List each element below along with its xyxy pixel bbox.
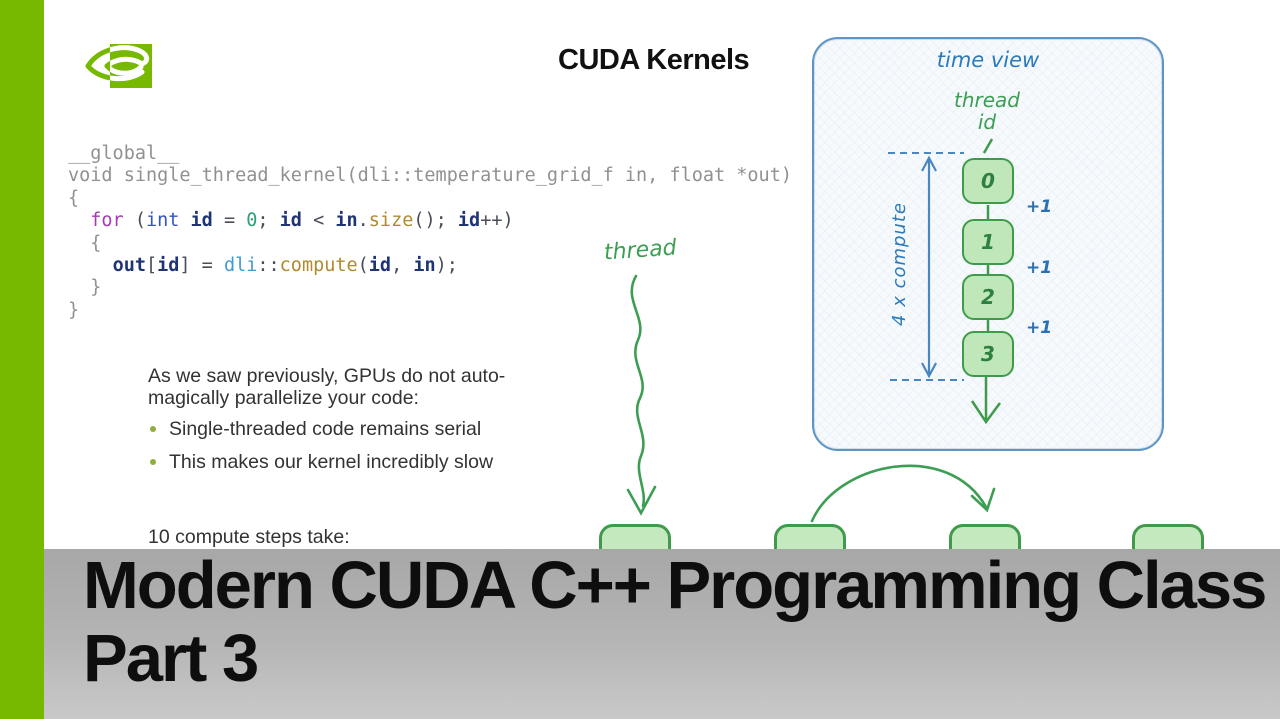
body-paragraph: As we saw previously, GPUs do not auto-m… xyxy=(148,365,506,409)
code-token: 0 xyxy=(246,210,258,232)
compute-steps-caption: 10 compute steps take: xyxy=(148,526,350,548)
code-token: , xyxy=(391,255,414,277)
code-line: out[id] = dli::compute(id, in); xyxy=(68,255,792,277)
code-token: int xyxy=(145,210,180,232)
code-token: ] = xyxy=(179,255,224,277)
code-line: } xyxy=(68,300,792,322)
title-banner: Modern CUDA C++ Programming Class Part 3 xyxy=(44,549,1280,719)
code-token: compute xyxy=(279,255,358,277)
time-view-panel: time view thread id xyxy=(812,37,1164,451)
code-token: = xyxy=(212,210,247,232)
thread-id-box: 1 xyxy=(962,219,1014,265)
code-token: id xyxy=(279,210,302,232)
code-line: void single_thread_kernel(dli::temperatu… xyxy=(68,165,792,187)
bullet-item: This makes our kernel incredibly slow xyxy=(148,452,493,472)
banner-title-line2: Part 3 xyxy=(83,621,259,696)
code-token: in xyxy=(413,255,436,277)
bullet-dot-icon xyxy=(150,459,156,465)
paragraph-line: magically parallelize your code: xyxy=(148,386,419,409)
measure-arrow xyxy=(921,155,937,379)
code-block: __global__void single_thread_kernel(dli:… xyxy=(68,143,792,322)
code-token: ++) xyxy=(480,210,514,232)
axis-label-line2: id xyxy=(977,110,997,134)
code-token: ); xyxy=(435,255,458,277)
code-token xyxy=(68,255,113,276)
thread-arrow-label: thread xyxy=(603,235,678,266)
code-token: out xyxy=(112,255,146,277)
axis-label-line1: thread xyxy=(954,88,1020,112)
thread-id-axis-label: thread id xyxy=(922,89,1052,133)
thread-id-box: 2 xyxy=(962,274,1014,320)
code-token: (); xyxy=(413,210,458,232)
bullet-label: This makes our kernel incredibly slow xyxy=(169,451,494,473)
code-token: __global__ xyxy=(68,143,180,164)
code-token: in xyxy=(335,210,358,232)
code-token: id xyxy=(157,255,180,277)
code-line: __global__ xyxy=(68,143,792,165)
code-token: ; xyxy=(257,210,280,232)
code-token: :: xyxy=(257,255,280,277)
id-pointer-tick xyxy=(982,138,994,154)
code-token: void single_thread_kernel(dli::temperatu… xyxy=(68,165,792,187)
down-arrow xyxy=(970,377,1002,425)
code-token: size xyxy=(368,210,414,232)
code-token: ( xyxy=(357,255,369,277)
code-token: { xyxy=(68,187,80,209)
code-token: } xyxy=(68,299,80,321)
measure-label: 4 x compute xyxy=(889,202,910,326)
code-line: } xyxy=(68,277,792,299)
thread-id-box: 3 xyxy=(962,331,1014,377)
code-token: id xyxy=(368,255,392,277)
paragraph-line: As we saw previously, GPUs do not auto- xyxy=(148,365,506,387)
code-token: { xyxy=(68,232,102,254)
code-token: . xyxy=(357,210,369,232)
code-token: id xyxy=(190,210,213,232)
code-line: for (int id = 0; id < in.size(); id++) xyxy=(68,210,792,232)
bullet-dot-icon xyxy=(150,426,156,432)
code-line: { xyxy=(68,233,792,255)
code-token: for xyxy=(90,210,124,232)
increment-label: +1 xyxy=(1026,258,1053,278)
code-token: } xyxy=(68,277,102,299)
code-token: ( xyxy=(123,210,146,232)
bullet-item: Single-threaded code remains serial xyxy=(148,419,493,439)
panel-drawing-layer xyxy=(888,138,1002,425)
thread-id-box: 0 xyxy=(962,158,1014,204)
code-token xyxy=(68,210,90,231)
increment-label: +1 xyxy=(1026,197,1053,217)
code-token xyxy=(179,210,190,231)
panel-title: time view xyxy=(936,48,1040,72)
code-line: { xyxy=(68,188,792,210)
nvidia-logo-icon xyxy=(85,44,152,88)
bullet-label: Single-threaded code remains serial xyxy=(169,418,482,440)
left-accent-bar xyxy=(0,0,44,719)
code-token: [ xyxy=(145,255,158,277)
code-token: id xyxy=(457,210,481,232)
increment-label: +1 xyxy=(1026,318,1053,338)
banner-title-line1: Modern CUDA C++ Programming Class xyxy=(83,548,1267,623)
code-token: dli xyxy=(223,255,258,277)
code-token: < xyxy=(301,210,336,232)
page-title: CUDA Kernels xyxy=(558,44,750,76)
next-step-arc-arrow xyxy=(810,464,996,523)
